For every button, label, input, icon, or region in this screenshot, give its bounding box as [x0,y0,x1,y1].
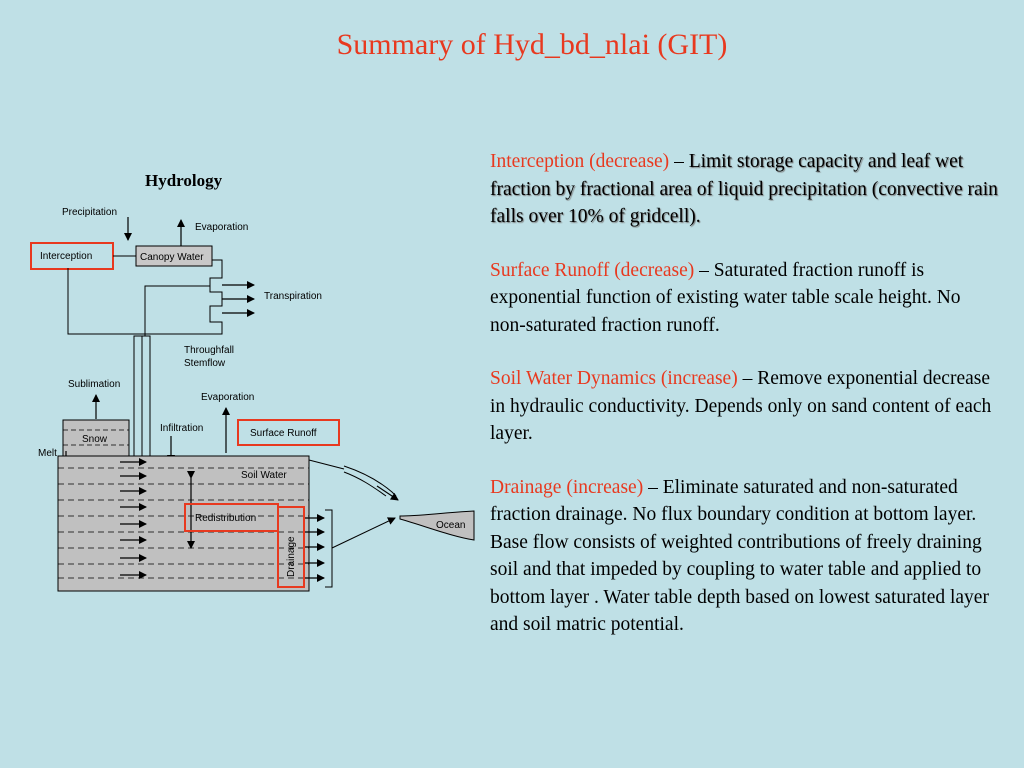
soil-layers [58,467,309,579]
paragraph-body: Eliminate saturated and non-saturated fr… [490,476,989,636]
ocean-label: Ocean [436,520,465,531]
surface-runoff-highlight-box [237,419,340,446]
stemflow-label: Stemflow [184,358,226,369]
transpiration-label: Transpiration [264,291,322,302]
drainage-arrows [305,514,325,582]
canopy-water-label: Canopy Water [140,252,204,263]
redistribution-label: Redistribution [195,513,256,524]
soil-water-label: Soil Water [241,470,287,481]
precipitation-label: Precipitation [62,207,117,218]
slide-title: Summary of Hyd_bd_nlai (GIT) [336,28,728,61]
drainage-to-ocean-arrow [331,517,396,549]
sublimation-label: Sublimation [68,379,120,390]
surface-runoff-label: Surface Runoff [250,428,317,439]
paragraph-soil-water-dynamics: Soil Water Dynamics (increase) – Remove … [490,365,998,448]
paragraph-body: Saturated fraction runoff is exponential… [490,259,961,336]
paragraph-dash: – [737,368,758,389]
paragraph-body: Limit storage capacity and leaf wet frac… [490,151,998,227]
paragraph-heading: Drainage (increase) [490,476,644,498]
drainage-bracket [325,509,333,588]
paragraph-drainage: Drainage (increase) – Eliminate saturate… [490,474,998,639]
paragraph-heading: Soil Water Dynamics (increase) [490,368,738,389]
paragraph-interception: Interception (decrease) – Limit storage … [490,148,998,231]
runoff-flow-line [308,459,345,470]
text-panel: Interception (decrease) – Limit storage … [490,148,998,665]
paragraph-dash: – [643,476,663,498]
canopy-inner-outline [144,285,210,310]
hydrology-diagram: Hydrology Precipitation Evaporation Inte… [30,171,475,592]
interception-label: Interception [40,251,92,262]
evaporation-top-label: Evaporation [195,222,248,233]
soil-inflow-arrows [120,458,147,579]
paragraph-body: Remove exponential decrease in hydraulic… [490,368,992,444]
soil-box [57,455,310,592]
paragraph-dash: – [669,151,689,172]
evaporation-soil-label: Evaporation [201,392,254,403]
throughfall-label: Throughfall [184,345,234,356]
paragraph-heading: Interception (decrease) [490,151,670,172]
paragraph-surface-runoff: Surface Runoff (decrease) – Saturated fr… [490,257,998,340]
river-channel [343,465,397,497]
ocean-shape [399,510,475,541]
drainage-highlight-box [277,506,305,588]
drainage-label: Drainage [286,536,297,577]
canopy-outline [67,259,223,335]
infiltration-label: Infiltration [160,423,203,434]
snow-label: Snow [82,434,108,445]
canopy-water-box [135,245,213,267]
runoff-to-ocean-arrow [376,485,399,501]
diagram-title: Hydrology [145,171,223,190]
melt-label: Melt [38,448,57,459]
paragraph-heading: Surface Runoff (decrease) [490,259,695,281]
paragraph-dash: – [694,259,714,281]
snow-box [62,419,130,457]
